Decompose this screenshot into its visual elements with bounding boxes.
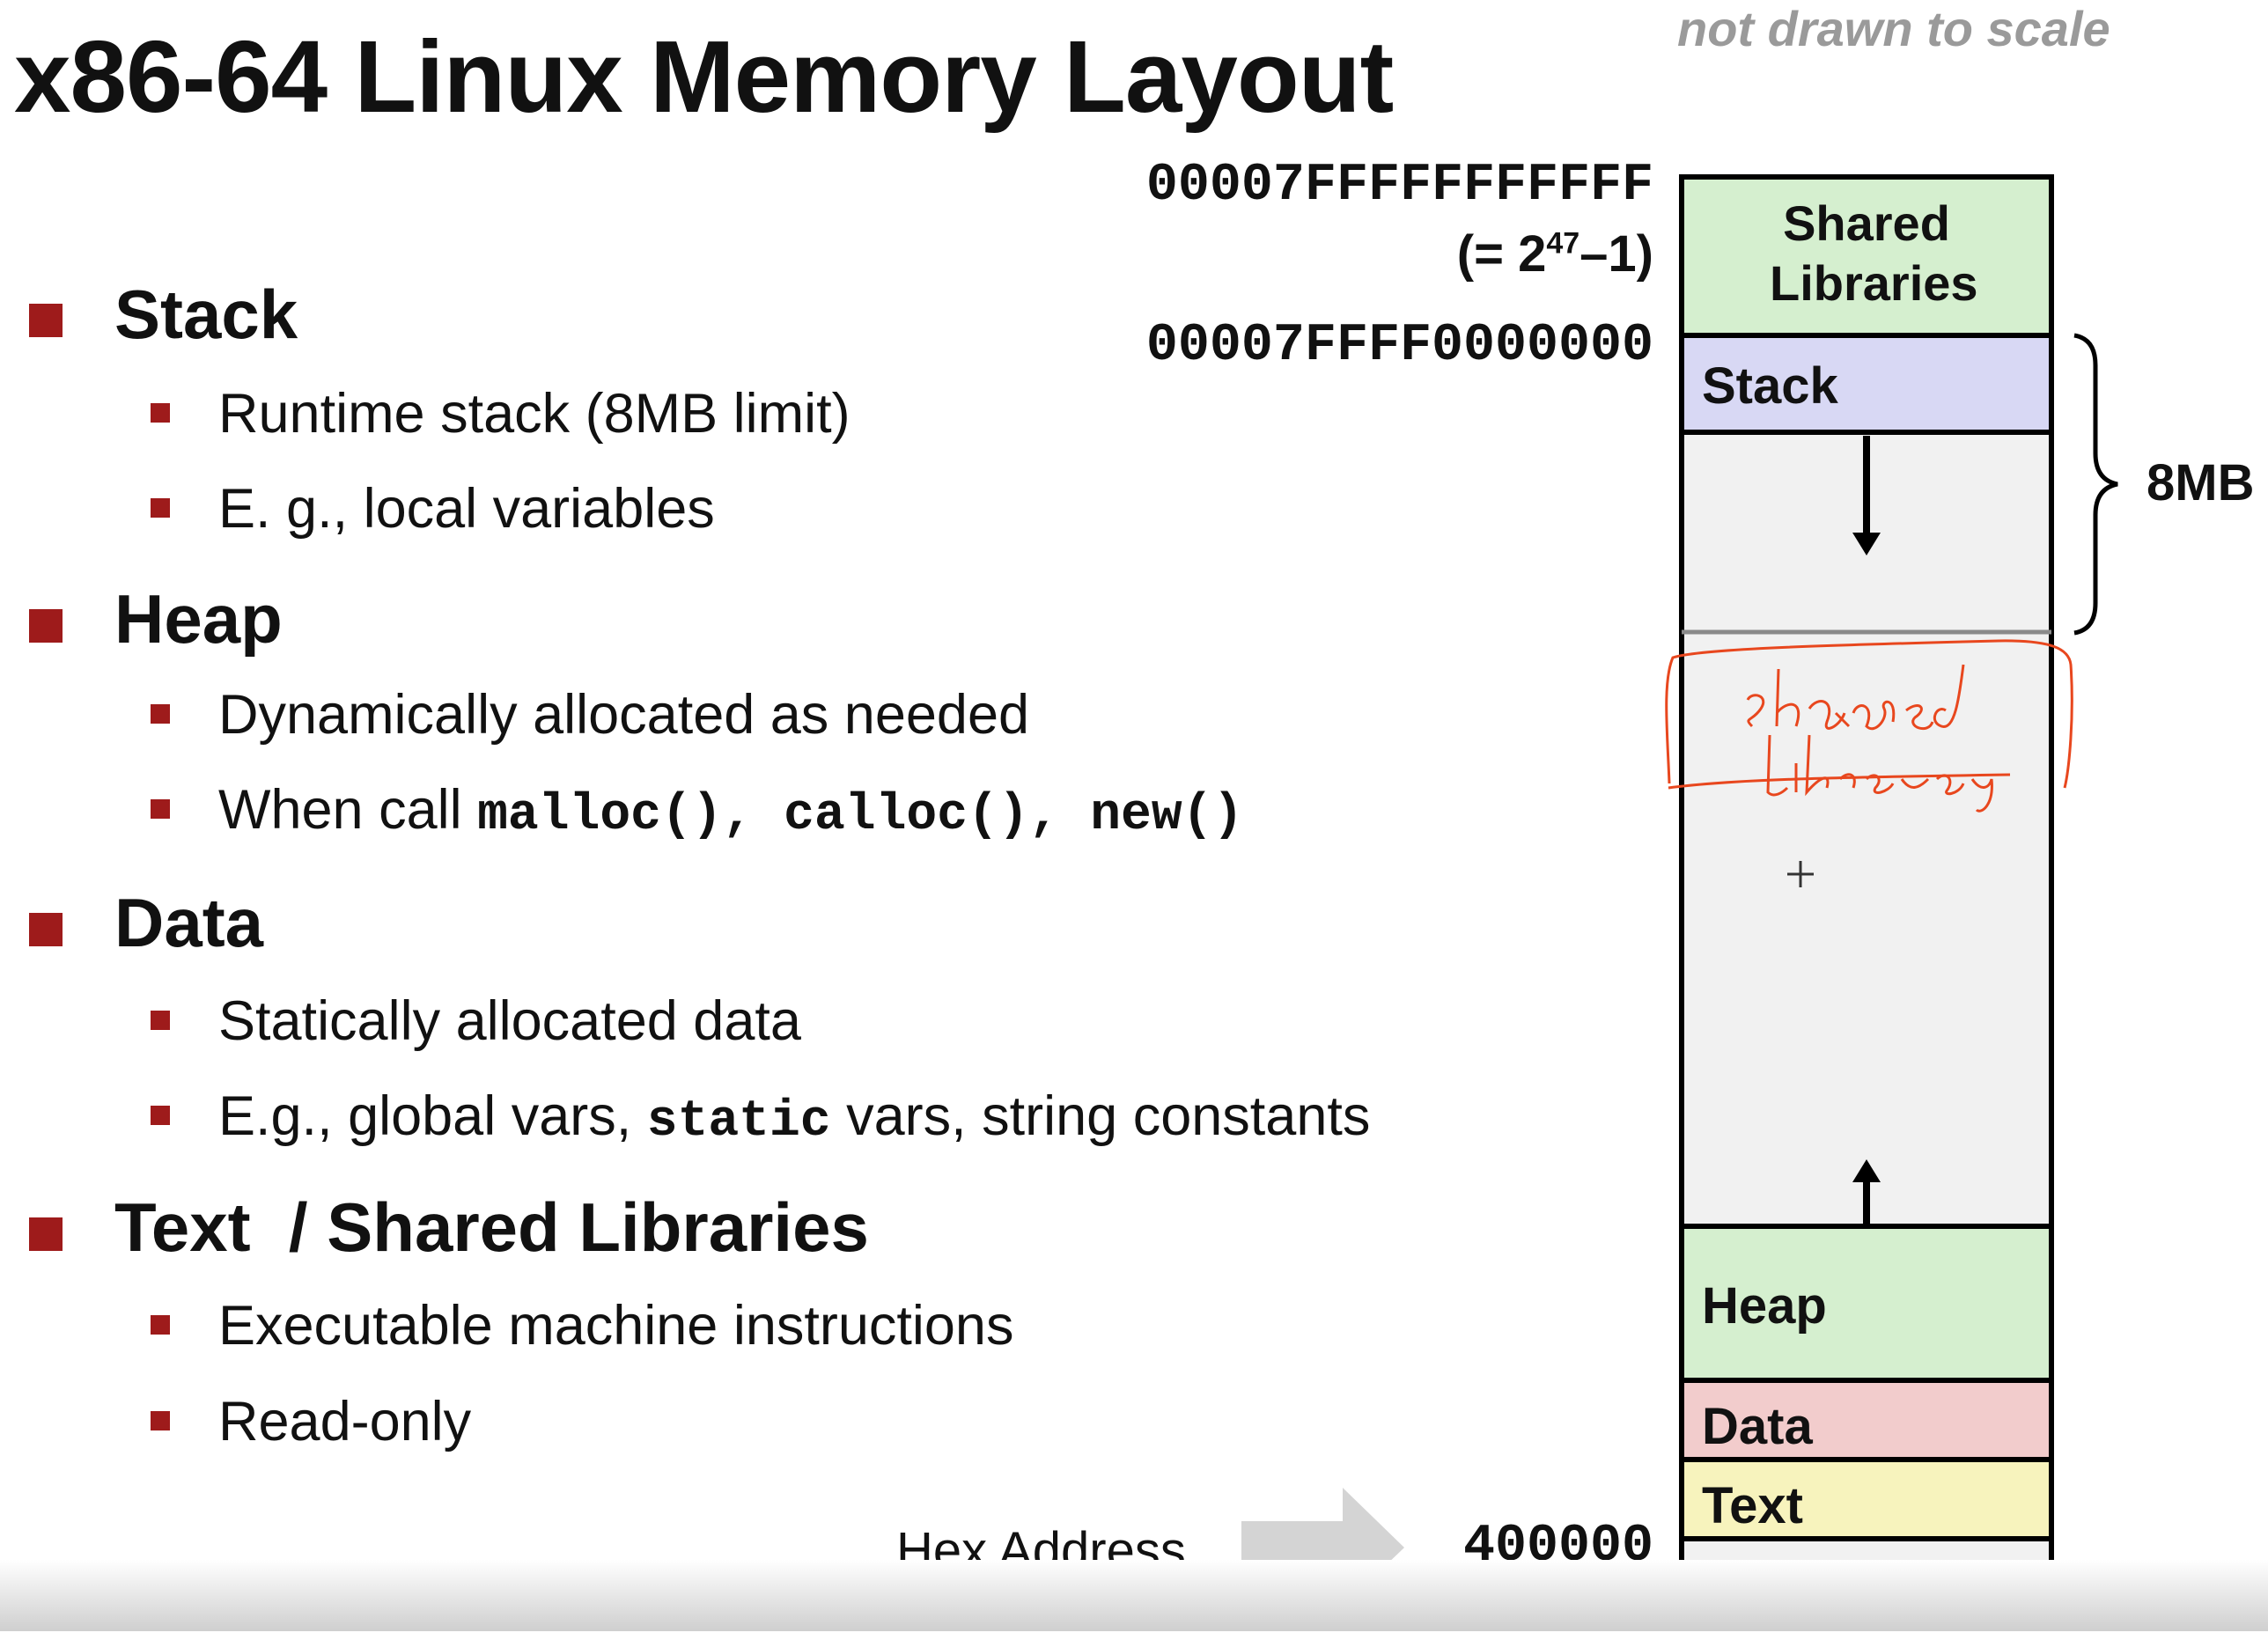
address-stack-start: 00007FFFF0000000 [1145, 316, 1653, 376]
handwritten-annotation [1665, 639, 2073, 813]
bullet-small [151, 498, 170, 518]
segment-stack [1679, 333, 2054, 435]
address-top: 00007FFFFFFFFFFF [1145, 156, 1653, 216]
item-dynamically-allocated: Dynamically allocated as needed [218, 684, 1030, 746]
item-runtime-stack: Runtime stack (8MB limit) [218, 383, 850, 445]
bottom-shadow-bar [0, 1560, 2268, 1631]
segment-heap [1679, 1224, 2054, 1383]
label-shared-libraries: Shared Libraries [1770, 195, 1978, 311]
label-stack: Stack [1702, 357, 1838, 415]
section-heading-data: Data [114, 884, 264, 961]
alloc-functions-code: malloc(), calloc(), new() [477, 787, 1244, 844]
heap-growth-arrow-icon [1852, 1159, 1881, 1226]
global-vars-prefix: E.g., global vars, [218, 1085, 632, 1147]
bullet-small [151, 1106, 170, 1125]
segment-data [1679, 1378, 2054, 1462]
stack-size-label: 8MB [2146, 454, 2255, 511]
address-top-note: (= 247–1) [1456, 225, 1653, 283]
stack-growth-arrow-icon [1852, 436, 1881, 555]
bullet-small [151, 704, 170, 724]
label-heap: Heap [1702, 1277, 1827, 1335]
label-text: Text [1702, 1477, 1803, 1534]
when-call-prefix: When call [218, 779, 462, 841]
item-when-call: When call malloc(), calloc(), new() [218, 778, 1243, 844]
bullet-small [151, 403, 170, 423]
bullet-small [151, 1315, 170, 1335]
segment-text [1679, 1457, 2054, 1541]
section-heading-text-shared: Text / Shared Libraries [114, 1188, 869, 1266]
bullet-square [29, 609, 63, 643]
bullet-square [29, 304, 63, 337]
scale-note: not drawn to scale [1677, 1, 2110, 56]
bullet-small [151, 1411, 170, 1430]
crosshair-cursor-icon [1787, 861, 1814, 887]
item-executable-instructions: Executable machine instructions [218, 1295, 1014, 1357]
item-statically-allocated: Statically allocated data [218, 990, 801, 1052]
bullet-square [29, 1217, 63, 1251]
section-heading-stack: Stack [114, 276, 298, 353]
item-read-only: Read-only [218, 1391, 472, 1452]
item-local-variables: E. g., local variables [218, 478, 715, 540]
section-heading-heap: Heap [114, 580, 283, 658]
item-global-vars: E.g., global vars, static vars, string c… [218, 1085, 1370, 1151]
stack-size-brace [2073, 333, 2118, 636]
segment-shared-libraries [1679, 174, 2054, 338]
bullet-square [29, 913, 63, 946]
bullet-small [151, 799, 170, 819]
label-data: Data [1702, 1398, 1813, 1455]
global-vars-suffix: vars, string constants [846, 1085, 1371, 1147]
static-keyword: static [646, 1093, 831, 1151]
slide-title: x86-64 Linux Memory Layout [14, 19, 1394, 134]
bullet-small [151, 1011, 170, 1030]
